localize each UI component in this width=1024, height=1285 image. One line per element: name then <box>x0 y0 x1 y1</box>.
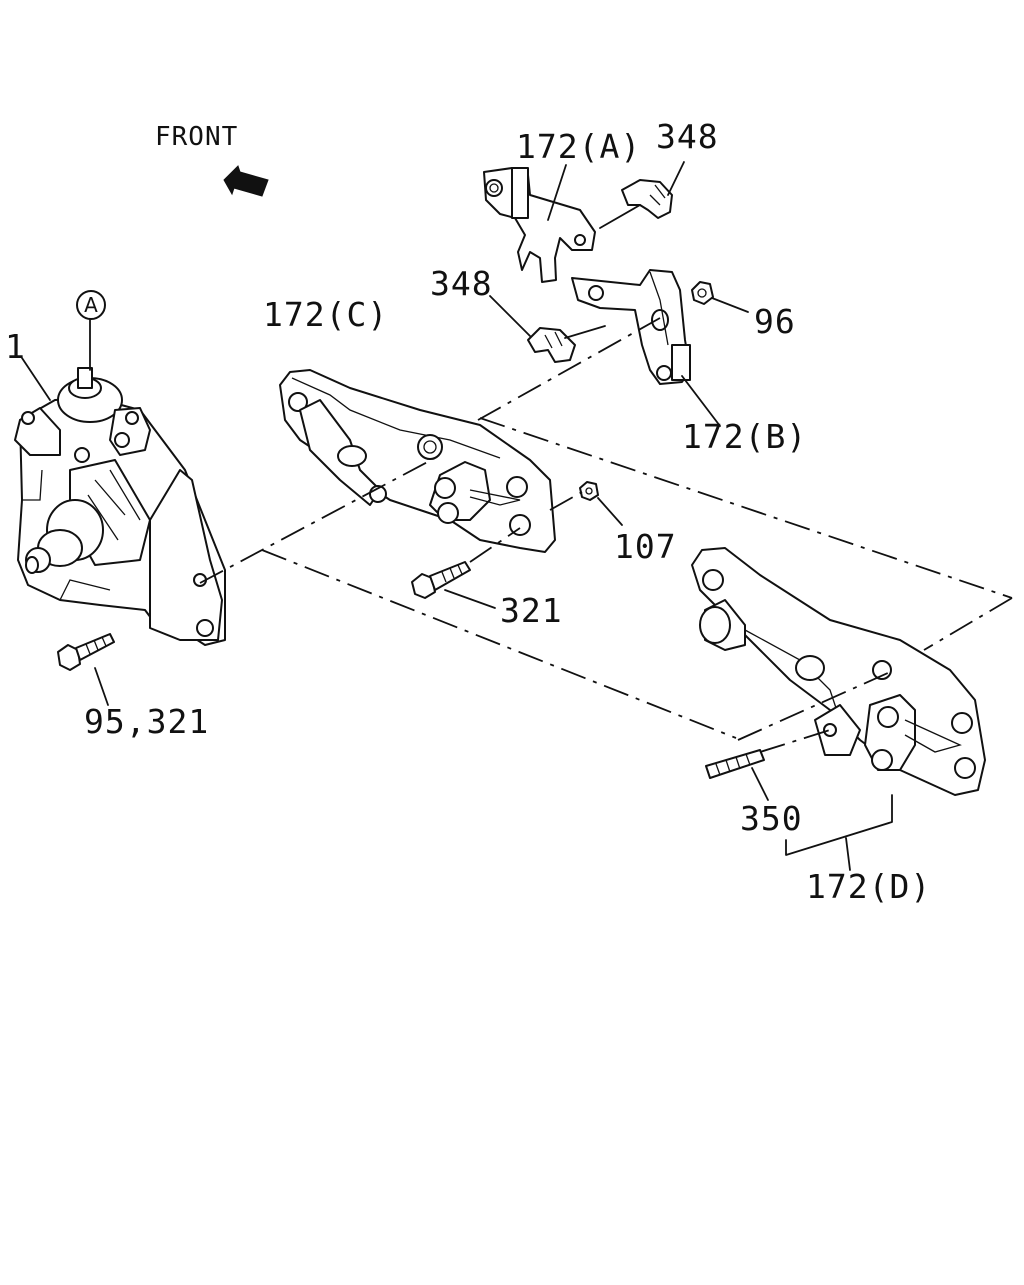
stud-350 <box>706 750 764 778</box>
label-part-321: 321 <box>500 591 563 630</box>
bracket-172c <box>280 370 555 552</box>
label-part-172d: 172(D) <box>806 867 932 906</box>
bracket-172d <box>692 548 985 795</box>
callout-a-label: A <box>84 293 98 317</box>
label-part-107: 107 <box>614 527 677 566</box>
label-part-1: 1 <box>5 327 26 366</box>
label-part-172c: 172(C) <box>263 295 389 334</box>
front-label: FRONT <box>155 122 239 152</box>
nut-96 <box>692 282 713 304</box>
bracket-172a <box>484 168 595 282</box>
clip-348-left <box>528 326 605 362</box>
label-part-348-top: 348 <box>656 117 719 156</box>
clip-348-top <box>600 180 672 228</box>
bolt-321 <box>412 562 470 598</box>
front-arrow-icon <box>224 166 268 196</box>
steering-gear-box <box>15 368 225 645</box>
label-part-172b: 172(B) <box>682 417 808 456</box>
callout-a: A <box>76 290 106 320</box>
bolt-95-321 <box>58 634 114 670</box>
label-part-350: 350 <box>740 799 803 838</box>
nut-107 <box>580 482 598 500</box>
label-part-95-321: 95,321 <box>84 702 210 741</box>
bracket-172b <box>572 270 690 384</box>
label-part-172a: 172(A) <box>516 127 642 166</box>
label-part-96: 96 <box>754 302 796 341</box>
label-part-348-left: 348 <box>430 264 493 303</box>
